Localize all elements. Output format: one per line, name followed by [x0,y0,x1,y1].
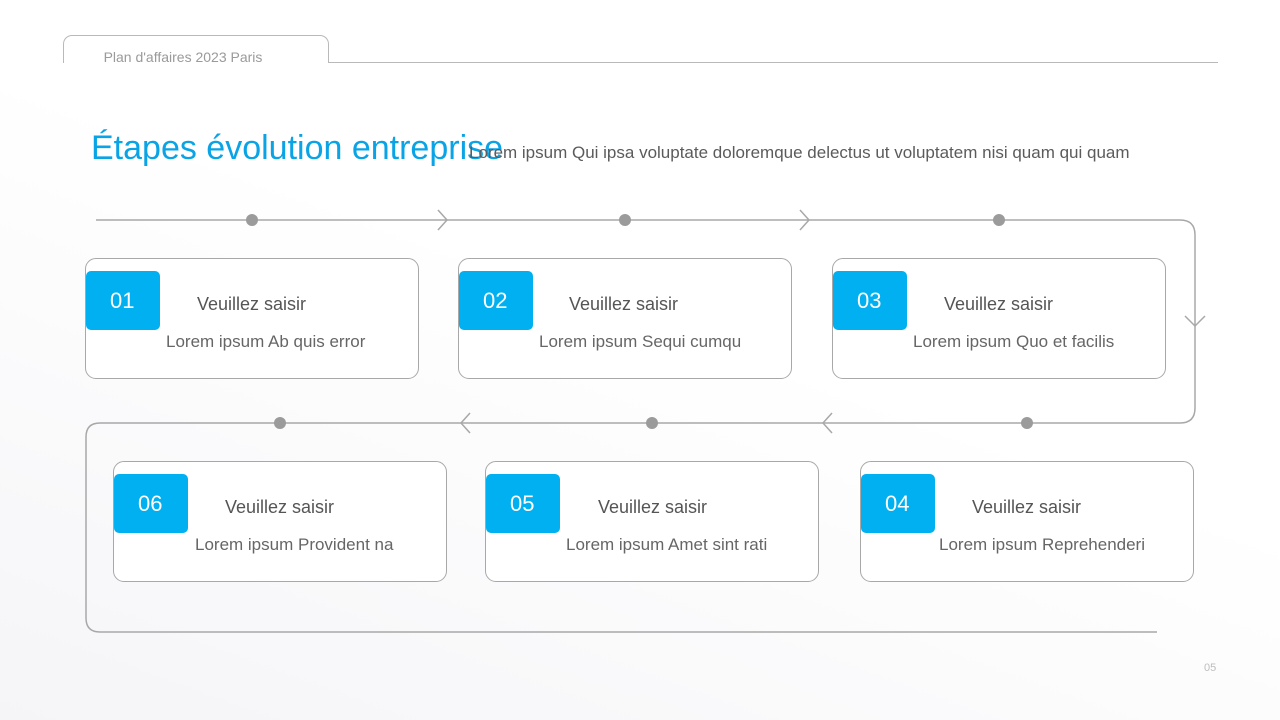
step-title: Veuillez saisir [972,497,1082,517]
arrow-right-icon [437,209,449,231]
header-tab [63,35,329,63]
step-title: Veuillez saisir [225,497,335,517]
page-number: 05 [1204,662,1217,674]
arrow-right-icon [799,209,811,231]
flow-dot [646,417,658,429]
step-number-badge: 06 [114,474,188,533]
step-description: Lorem ipsum Sequi cumqu [539,332,742,351]
step-description: Lorem ipsum Provident na [195,535,394,554]
arrow-left-icon [459,412,471,434]
step-number-badge: 04 [861,474,935,533]
flow-line-top [85,219,1196,633]
step-title: Veuillez saisir [569,294,679,314]
arrow-left-icon [821,412,833,434]
step-description: Lorem ipsum Amet sint rati [566,535,768,554]
step-number-badge: 05 [486,474,560,533]
page-subtitle: Lorem ipsum Qui ipsa voluptate doloremqu… [469,143,1130,162]
flow-dot [619,214,631,226]
header-divider [329,62,1218,63]
step-description: Lorem ipsum Reprehenderi [939,535,1145,554]
step-title: Veuillez saisir [197,294,307,314]
flow-dot [274,417,286,429]
step-number-badge: 02 [459,271,533,330]
arrow-down-icon [1184,315,1206,328]
step-number-badge: 03 [833,271,907,330]
step-title: Veuillez saisir [598,497,708,517]
flow-dot [1021,417,1033,429]
step-description: Lorem ipsum Ab quis error [166,332,366,351]
flow-dot [246,214,258,226]
flow-dot [993,214,1005,226]
step-title: Veuillez saisir [944,294,1054,314]
header-tab-label: Plan d'affaires 2023 Paris [103,49,263,65]
step-description: Lorem ipsum Quo et facilis [913,332,1115,351]
page-title: Étapes évolution entreprise [91,129,504,167]
step-number-badge: 01 [86,271,160,330]
